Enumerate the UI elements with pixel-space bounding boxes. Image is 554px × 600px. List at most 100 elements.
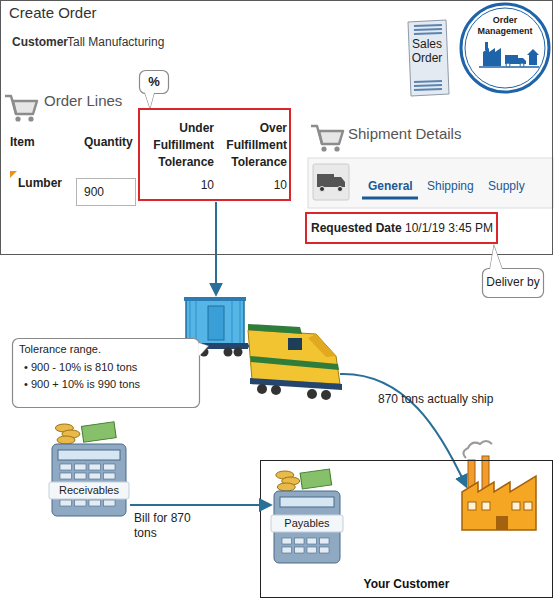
truck-wheel	[338, 187, 343, 192]
node-text: 10	[218, 178, 287, 193]
callout-outline	[483, 269, 544, 298]
node-text: Create Order	[9, 4, 97, 23]
cart-wheel	[15, 116, 20, 121]
node-text: Order Management	[473, 15, 537, 37]
flow-arrow	[130, 504, 270, 506]
section-title: Order Lines	[44, 92, 122, 111]
boxcar-rib	[232, 301, 233, 343]
boxcar-rib	[196, 301, 197, 343]
register-key	[104, 464, 116, 470]
factory-window	[482, 502, 490, 510]
register-key	[89, 500, 101, 506]
page-stripe	[414, 81, 442, 82]
cart-icon	[5, 96, 37, 122]
bill-stack	[300, 469, 332, 489]
field-label: Customer	[12, 35, 68, 50]
document-icon: Sales Order	[404, 20, 450, 96]
locomotive-stripe	[250, 356, 339, 370]
callout-bubble: %	[139, 70, 169, 94]
register-screen	[280, 497, 334, 507]
tab-label: Supply	[488, 179, 525, 194]
register-icon: Payables	[270, 465, 344, 567]
truck-tile	[313, 164, 349, 200]
callout-bubble: Tolerance range.• 900 - 10% is 810 tons•…	[12, 338, 200, 408]
cart-wheel	[321, 146, 326, 151]
register-key	[295, 538, 305, 544]
group-box: PayablesYour Customer	[260, 460, 553, 598]
boxcar-door	[208, 306, 224, 340]
item-name: Lumber	[18, 176, 62, 191]
stack-glyph	[485, 42, 488, 50]
register-icon: Receivables	[48, 418, 130, 520]
callout-tail-fill	[199, 343, 208, 356]
factory-illustration	[462, 441, 536, 530]
coin	[57, 436, 75, 444]
boxcar-body	[186, 300, 244, 344]
node-text: 10/1/19 3:45 PM	[405, 221, 493, 236]
locomotive-nose	[308, 334, 336, 357]
train-wheel	[257, 384, 267, 394]
field-value: Tall Manufacturing	[67, 35, 164, 50]
register-key	[89, 464, 101, 470]
node-text: Sales Order	[404, 37, 450, 65]
callout-outline	[13, 339, 200, 408]
callout-tail-fill	[145, 93, 154, 108]
register-key	[104, 473, 116, 479]
node-text: • 900 + 10% is 990 tons	[24, 378, 140, 392]
register-key	[295, 547, 305, 553]
train-wheel	[224, 348, 233, 357]
node-text: 10	[140, 178, 214, 193]
factory-building	[462, 476, 536, 530]
column-header: Item	[10, 135, 35, 150]
page-stripe	[414, 25, 442, 26]
factory-door	[496, 516, 508, 530]
train-wheel	[234, 348, 243, 357]
factory-window	[512, 502, 520, 510]
boxcar-rib	[240, 301, 241, 343]
truck-cab	[334, 177, 345, 187]
boxcar-rib	[190, 301, 191, 343]
register-icon-outline	[270, 465, 344, 567]
shipment-arrow	[340, 374, 466, 486]
module-circle: Order Management	[459, 2, 551, 94]
callout-outline	[140, 71, 169, 94]
tab-label: General	[368, 179, 413, 194]
factory-window	[468, 502, 476, 510]
cart-handle	[5, 96, 16, 114]
train-illustration	[184, 297, 342, 400]
leader-arrow	[215, 202, 217, 294]
train-wheel	[271, 385, 281, 395]
node-text: %	[139, 74, 169, 90]
truck-glyph	[505, 55, 518, 64]
circle-ring	[465, 8, 545, 88]
smoke	[463, 441, 492, 458]
factory-glyph	[483, 48, 501, 66]
node-text: 900	[84, 185, 104, 200]
callout-tail	[490, 246, 502, 269]
house-glyph	[529, 55, 537, 65]
wheel-glyph	[506, 63, 510, 67]
circle-outline	[461, 4, 549, 92]
register-key	[75, 500, 87, 506]
tab-underline	[362, 197, 418, 200]
truck-wheel	[320, 187, 325, 192]
page-stripe	[414, 85, 442, 86]
register-key	[307, 538, 317, 544]
house-roof-glyph	[527, 49, 539, 55]
callout-tail	[199, 343, 208, 356]
node-text: Payables	[270, 517, 344, 531]
node-text: Tolerance range.	[19, 343, 101, 357]
row-marker	[10, 171, 17, 178]
register-key	[89, 473, 101, 479]
node-text: Deliver by	[482, 275, 544, 290]
register-key	[75, 464, 87, 470]
wheel-glyph	[520, 63, 524, 67]
tab-panel	[308, 158, 553, 208]
cart-icon	[311, 126, 343, 152]
node-text: Under Fulfillment Tolerance	[140, 120, 214, 171]
boxcar-roof	[184, 297, 246, 301]
page-stripe	[414, 29, 442, 30]
train-wheel	[321, 390, 331, 400]
